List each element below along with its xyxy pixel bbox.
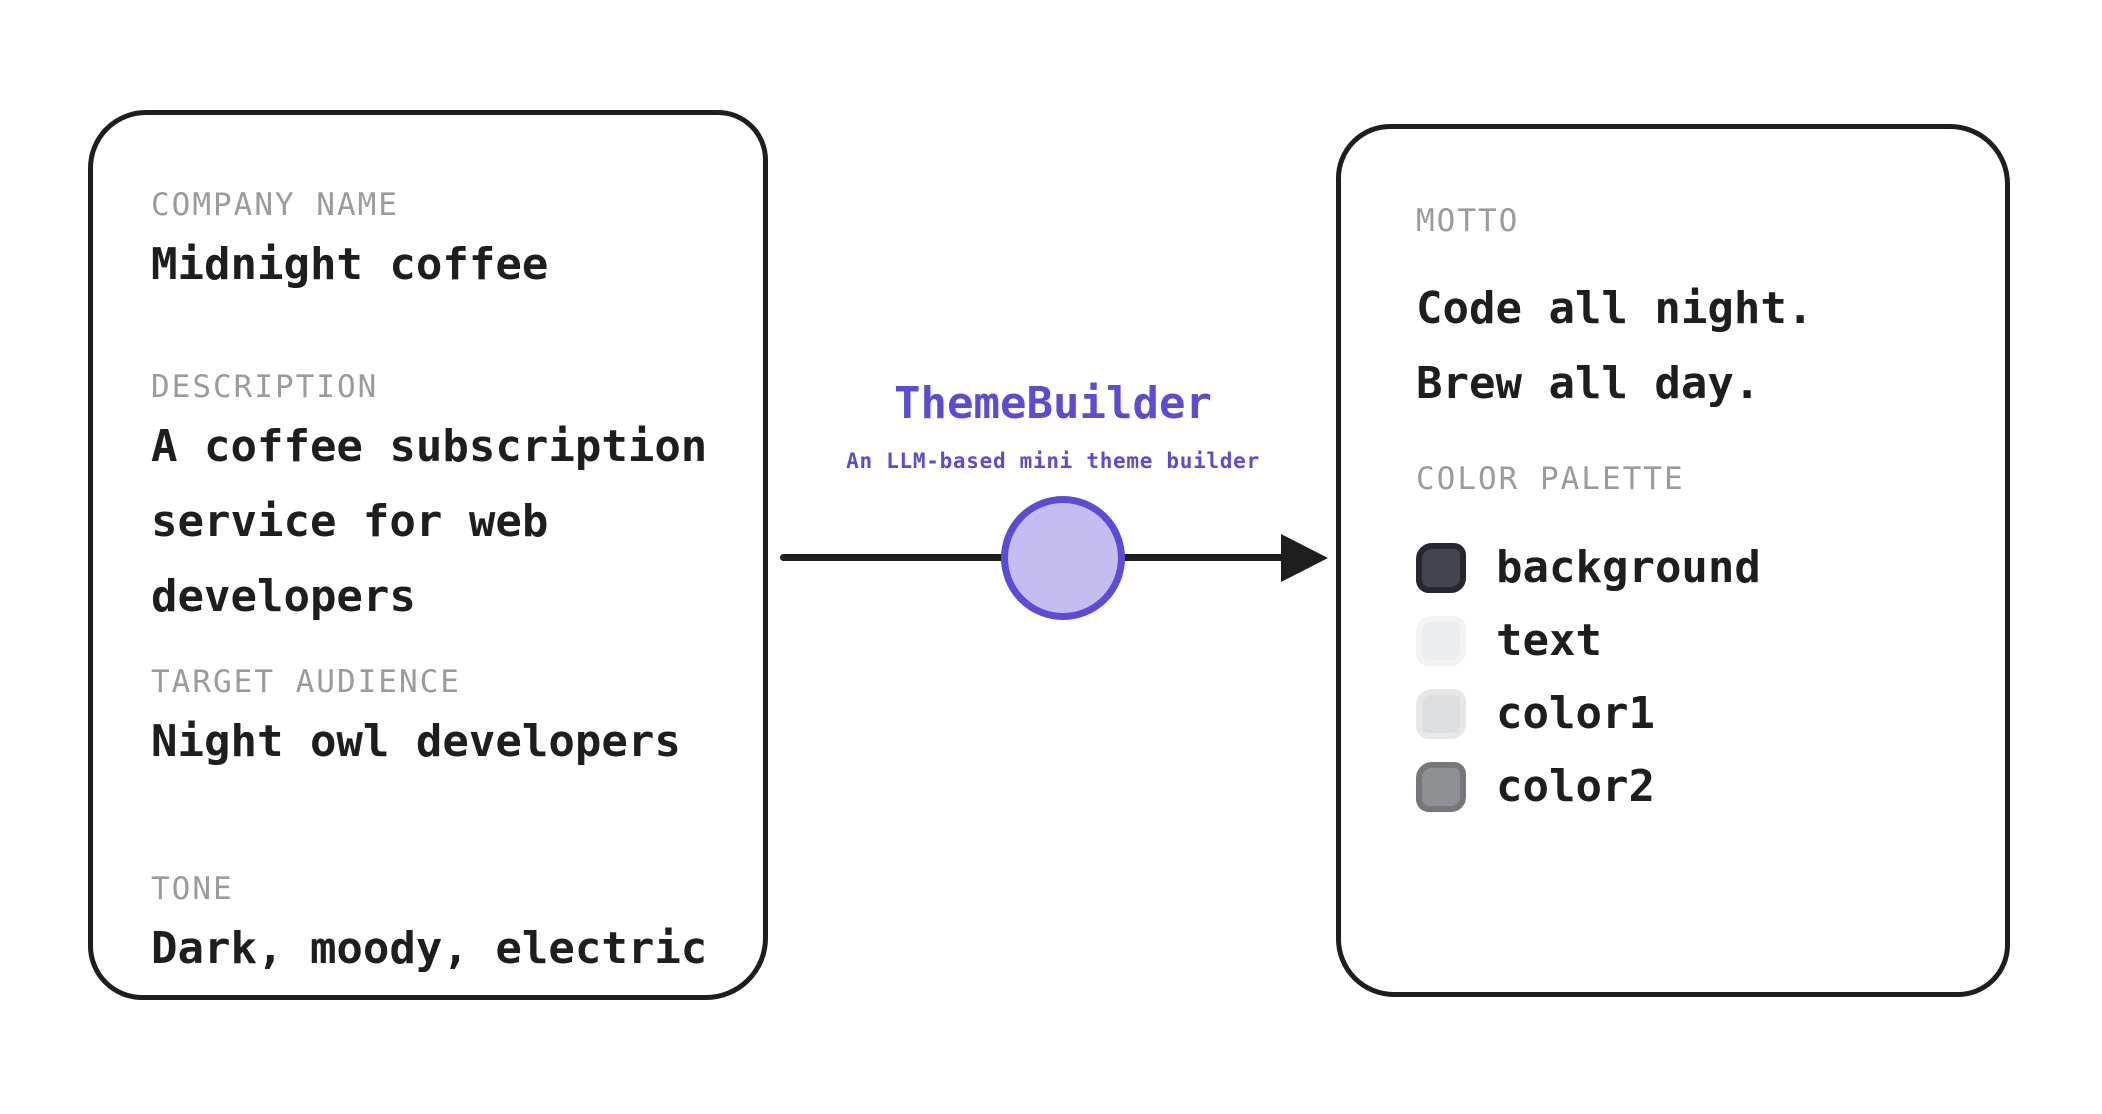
field-tone: TONE Dark, moody, electric: [151, 867, 733, 986]
field-value: Dark, moody, electric: [151, 923, 708, 974]
flow-arrow-head-icon: [1281, 534, 1328, 582]
field-description: DESCRIPTION A coffee subscription servic…: [151, 365, 733, 634]
swatch-color2: [1416, 761, 1466, 812]
output-card: MOTTO Code all night. Brew all day. COLO…: [1336, 124, 2010, 997]
motto-label: MOTTO: [1416, 203, 1520, 239]
swatch-name: text: [1496, 614, 1602, 666]
swatch-color1: [1416, 688, 1466, 739]
palette-row: background: [1416, 531, 1975, 604]
field-label: COMPANY NAME: [151, 187, 399, 223]
swatch-name: color1: [1496, 687, 1655, 739]
field-label: TONE: [151, 871, 234, 907]
processor-title: ThemeBuilder: [894, 378, 1212, 429]
processor-subtitle: An LLM-based mini theme builder: [846, 449, 1260, 473]
palette-row: color1: [1416, 677, 1975, 750]
field-label: TARGET AUDIENCE: [151, 664, 461, 700]
swatch-name: color2: [1496, 760, 1655, 812]
palette-list: background text color1 color2: [1416, 531, 1975, 823]
motto-line: Code all night.: [1416, 283, 1814, 334]
field-value: A coffee subscription service for web de…: [151, 421, 708, 622]
palette-row: text: [1416, 604, 1975, 677]
swatch-background: [1416, 542, 1466, 593]
field-label: DESCRIPTION: [151, 369, 379, 405]
motto-line: Brew all day.: [1416, 358, 1761, 409]
field-value: Night owl developers: [151, 716, 681, 767]
input-card: COMPANY NAME Midnight coffee DESCRIPTION…: [88, 110, 768, 1000]
processor-node-circle: [1001, 496, 1125, 620]
field-value: Midnight coffee: [151, 239, 549, 290]
swatch-text: [1416, 615, 1466, 666]
field-company-name: COMPANY NAME Midnight coffee: [151, 183, 733, 302]
palette-label: COLOR PALETTE: [1416, 461, 1685, 497]
swatch-name: background: [1496, 541, 1761, 593]
palette-row: color2: [1416, 750, 1975, 823]
field-target-audience: TARGET AUDIENCE Night owl developers: [151, 660, 733, 779]
